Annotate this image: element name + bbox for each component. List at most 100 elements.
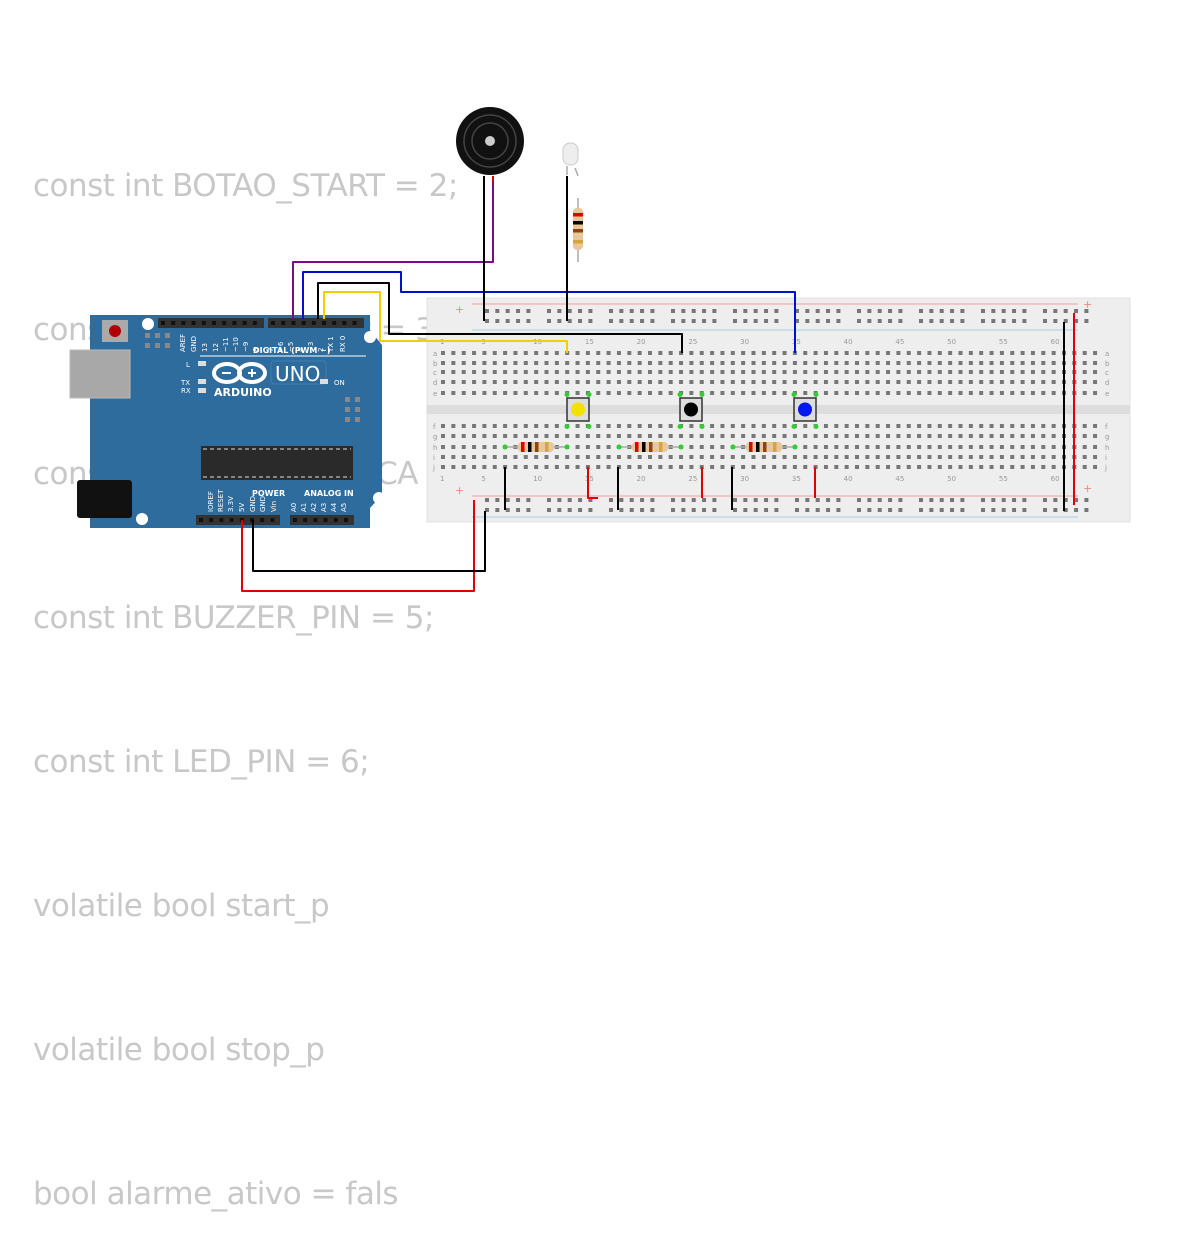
rail-hole[interactable] (1063, 508, 1068, 512)
header-socket[interactable] (313, 518, 318, 522)
button-cap[interactable] (684, 402, 698, 417)
rail-hole[interactable] (712, 508, 717, 512)
breadboard-hole[interactable] (855, 380, 859, 384)
rail-hole[interactable] (1074, 508, 1079, 512)
breadboard-hole[interactable] (668, 361, 673, 365)
breadboard-hole[interactable] (886, 351, 891, 355)
breadboard-hole[interactable] (741, 351, 746, 355)
breadboard-hole[interactable] (492, 445, 497, 449)
breadboard-hole[interactable] (741, 424, 746, 428)
rail-hole[interactable] (981, 508, 985, 512)
breadboard-hole[interactable] (813, 351, 818, 355)
rail-hole[interactable] (743, 309, 748, 313)
breadboard-hole[interactable] (699, 445, 704, 449)
rail-hole[interactable] (495, 498, 500, 502)
breadboard-hole[interactable] (606, 434, 611, 438)
breadboard-hole[interactable] (761, 424, 766, 428)
breadboard-hole[interactable] (741, 434, 746, 438)
breadboard-hole[interactable] (958, 391, 963, 395)
breadboard-hole[interactable] (823, 445, 828, 449)
rail-hole[interactable] (1074, 309, 1079, 313)
breadboard-hole[interactable] (958, 434, 963, 438)
breadboard-hole[interactable] (886, 380, 891, 384)
rail-hole[interactable] (950, 498, 955, 502)
breadboard-hole[interactable] (451, 424, 456, 428)
breadboard-hole[interactable] (823, 370, 828, 374)
breadboard-hole[interactable] (658, 465, 663, 469)
breadboard-hole[interactable] (948, 351, 953, 355)
breadboard-hole[interactable] (689, 391, 694, 395)
rail-hole[interactable] (485, 508, 489, 512)
breadboard-hole[interactable] (658, 455, 663, 459)
breadboard-hole[interactable] (1041, 455, 1046, 459)
breadboard-hole[interactable] (979, 455, 984, 459)
breadboard-hole[interactable] (689, 445, 694, 449)
breadboard-hole[interactable] (1082, 455, 1087, 459)
wire-blue-pin4-button[interactable] (302, 271, 796, 353)
breadboard-hole[interactable] (648, 424, 652, 428)
rail-hole[interactable] (826, 319, 831, 323)
breadboard-hole[interactable] (875, 424, 880, 428)
breadboard-hole[interactable] (461, 380, 466, 384)
rail-hole[interactable] (795, 508, 799, 512)
breadboard-hole[interactable] (710, 465, 715, 469)
rail-hole[interactable] (1084, 309, 1089, 313)
breadboard-hole[interactable] (979, 361, 984, 365)
rail-hole[interactable] (1053, 498, 1058, 502)
breadboard-hole[interactable] (472, 455, 477, 459)
breadboard-hole[interactable] (761, 434, 766, 438)
breadboard-hole[interactable] (792, 465, 797, 469)
breadboard-hole[interactable] (886, 361, 891, 365)
breadboard-hole[interactable] (927, 434, 932, 438)
breadboard-hole[interactable] (865, 455, 870, 459)
breadboard-hole[interactable] (1020, 380, 1025, 384)
breadboard-hole[interactable] (823, 465, 828, 469)
breadboard-hole[interactable] (441, 424, 445, 428)
rail-hole[interactable] (671, 498, 675, 502)
breadboard-hole[interactable] (627, 455, 632, 459)
breadboard-hole[interactable] (544, 351, 549, 355)
breadboard-hole[interactable] (1041, 361, 1046, 365)
breadboard-hole[interactable] (1020, 361, 1025, 365)
breadboard-hole[interactable] (1010, 455, 1015, 459)
breadboard-hole[interactable] (917, 424, 922, 428)
breadboard-hole[interactable] (1010, 380, 1015, 384)
rail-hole[interactable] (712, 319, 717, 323)
breadboard-hole[interactable] (492, 455, 497, 459)
rail-hole[interactable] (1074, 319, 1079, 323)
breadboard-hole[interactable] (761, 391, 766, 395)
breadboard-hole[interactable] (648, 351, 652, 355)
breadboard-hole[interactable] (999, 380, 1004, 384)
breadboard-hole[interactable] (1010, 370, 1015, 374)
rail-hole[interactable] (939, 319, 944, 323)
rail-hole[interactable] (640, 309, 645, 313)
rail-hole[interactable] (702, 309, 707, 313)
breadboard-hole[interactable] (948, 465, 953, 469)
breadboard-hole[interactable] (1030, 445, 1035, 449)
rail-hole[interactable] (743, 319, 748, 323)
rail-hole[interactable] (764, 508, 769, 512)
breadboard-hole[interactable] (534, 465, 539, 469)
breadboard-hole[interactable] (451, 391, 456, 395)
breadboard-hole[interactable] (710, 424, 715, 428)
breadboard-hole[interactable] (596, 424, 601, 428)
breadboard-hole[interactable] (492, 434, 497, 438)
breadboard-hole[interactable] (451, 351, 456, 355)
breadboard-hole[interactable] (937, 380, 942, 384)
breadboard-hole[interactable] (503, 370, 508, 374)
breadboard-hole[interactable] (1051, 370, 1056, 374)
breadboard-hole[interactable] (917, 370, 922, 374)
breadboard-hole[interactable] (544, 434, 549, 438)
breadboard-hole[interactable] (1082, 351, 1087, 355)
rail-hole[interactable] (629, 319, 634, 323)
breadboard-hole[interactable] (937, 351, 942, 355)
breadboard-hole[interactable] (1030, 424, 1035, 428)
breadboard-hole[interactable] (554, 380, 559, 384)
breadboard-hole[interactable] (637, 465, 642, 469)
breadboard-hole[interactable] (658, 391, 663, 395)
rail-hole[interactable] (588, 309, 593, 313)
breadboard-hole[interactable] (699, 380, 704, 384)
breadboard-hole[interactable] (803, 465, 808, 469)
breadboard-hole[interactable] (896, 465, 901, 469)
rail-hole[interactable] (1084, 319, 1089, 323)
